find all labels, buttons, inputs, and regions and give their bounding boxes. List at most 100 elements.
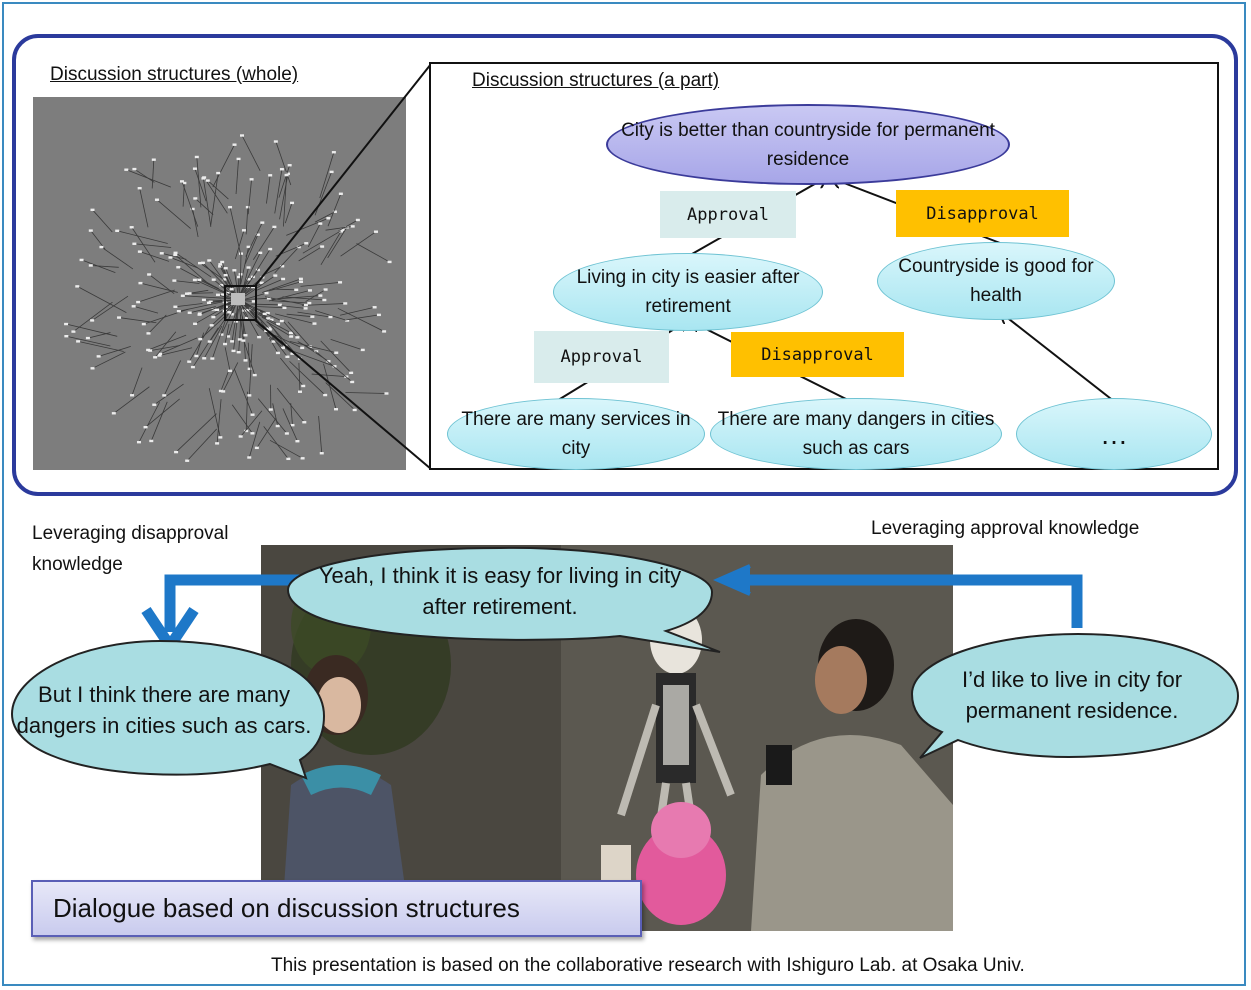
network-node: [384, 392, 389, 395]
network-edge: [323, 363, 337, 410]
zoom-highlight-box: [224, 285, 257, 321]
network-node: [328, 315, 333, 319]
network-node: [173, 253, 178, 257]
network-node: [173, 305, 178, 308]
network-node: [295, 440, 300, 443]
label-approval-bottom: Approval: [534, 331, 669, 383]
network-edge: [242, 282, 262, 297]
network-edge: [118, 317, 157, 324]
network-node: [265, 312, 270, 315]
network-node: [382, 330, 387, 333]
network-node: [64, 322, 69, 326]
network-edge: [300, 281, 341, 287]
network-edge: [274, 246, 300, 274]
network-edge: [224, 347, 231, 371]
network-node: [219, 283, 224, 287]
network-edge: [227, 313, 236, 337]
network-edge: [243, 301, 265, 315]
network-edge: [276, 387, 305, 423]
network-edge: [199, 301, 232, 315]
network-edge: [281, 319, 298, 338]
network-node: [215, 308, 220, 312]
network-edge: [181, 181, 199, 227]
network-node: [141, 322, 146, 326]
network-node: [372, 306, 377, 309]
network-edge: [154, 331, 177, 358]
network-node: [111, 412, 116, 415]
network-node: [255, 233, 260, 236]
network-node: [279, 168, 284, 171]
network-edge: [297, 311, 331, 318]
network-node: [247, 456, 252, 459]
whole-title: Discussion structures (whole): [50, 64, 299, 85]
network-node: [152, 403, 157, 406]
network-node: [276, 322, 281, 326]
network-node: [264, 291, 269, 295]
network-node: [115, 229, 120, 233]
network-edge: [340, 306, 375, 316]
network-node: [131, 305, 136, 308]
network-node: [238, 435, 243, 438]
network-node: [266, 297, 271, 300]
network-edge: [178, 300, 227, 312]
network-node: [334, 351, 339, 354]
node-root: City is better than countryside for perm…: [606, 104, 1010, 185]
network-edge: [148, 314, 167, 334]
network-node: [197, 313, 202, 316]
network-edge: [139, 251, 170, 262]
network-node: [99, 245, 104, 249]
network-edge: [269, 439, 303, 459]
network-node: [340, 228, 345, 232]
network-edge: [186, 428, 217, 461]
network-node: [268, 408, 273, 411]
network-edge: [199, 279, 234, 297]
network-edge: [234, 230, 245, 260]
network-edge: [178, 266, 219, 290]
network-node: [90, 208, 95, 212]
network-node: [192, 167, 197, 170]
network-node: [280, 265, 285, 268]
network-node: [208, 300, 213, 303]
network-node: [332, 210, 337, 213]
network-edge: [314, 211, 336, 223]
network-node: [323, 288, 328, 291]
network-node: [148, 349, 153, 352]
network-node: [307, 301, 312, 305]
network-node: [252, 373, 257, 377]
network-edge: [256, 417, 277, 449]
network-edge: [208, 299, 233, 304]
network-edge: [259, 310, 282, 322]
network-node: [295, 336, 300, 339]
node-more: …: [1016, 398, 1212, 470]
network-edge: [194, 168, 207, 202]
network-edge: [320, 340, 352, 374]
network-node: [326, 360, 331, 363]
network-node: [228, 205, 233, 209]
network-edge: [175, 254, 210, 285]
network-edge: [175, 413, 217, 453]
network-node: [290, 201, 295, 205]
network-node: [85, 336, 90, 340]
network-node: [129, 226, 134, 229]
network-edge: [196, 332, 205, 357]
network-node: [147, 273, 152, 276]
network-edge: [311, 373, 347, 378]
network-node: [227, 311, 232, 314]
network-edge: [78, 340, 124, 352]
network-edge: [138, 289, 175, 303]
network-node: [290, 423, 295, 427]
network-node: [193, 322, 198, 326]
network-edge: [143, 308, 189, 325]
network-edge: [241, 306, 260, 338]
network-node: [187, 292, 192, 295]
network-node: [296, 245, 301, 249]
network-edge: [220, 369, 230, 392]
network-edge: [101, 246, 134, 270]
network-edge: [211, 304, 235, 326]
network-edge: [202, 262, 234, 295]
network-edge: [221, 261, 229, 284]
network-node: [275, 424, 280, 428]
network-node: [284, 432, 289, 435]
network-edge: [231, 305, 236, 315]
